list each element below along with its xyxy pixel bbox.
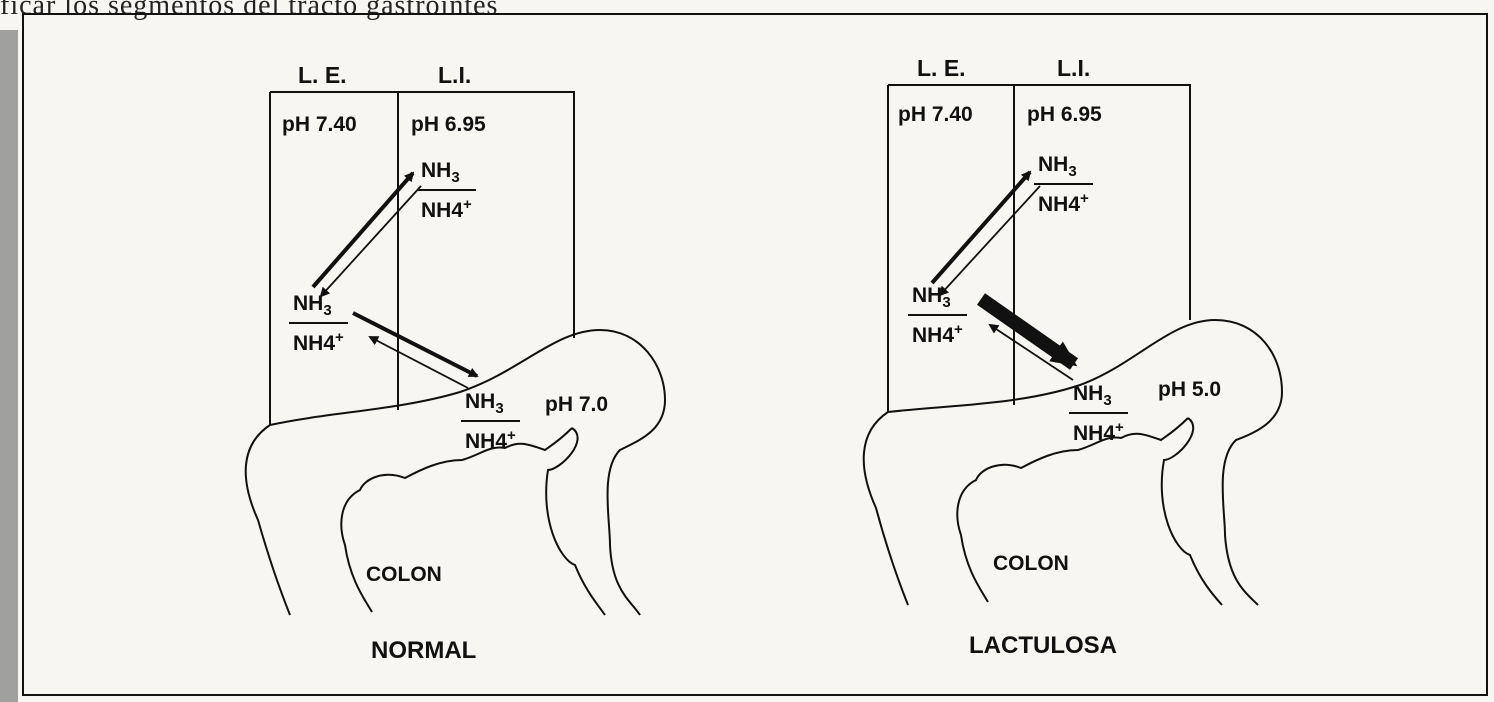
- col-header-le-normal: L. E.: [298, 62, 347, 89]
- col-header-le-lactulosa: L. E.: [917, 55, 966, 82]
- arrow-le-to-colon-lactulosa: [981, 299, 1074, 364]
- species-colon-normal: NH3 NH4+: [461, 391, 520, 452]
- species-le-lactulosa: NH3 NH4+: [908, 285, 967, 346]
- arrow-le-to-li-lactulosa: [932, 172, 1030, 283]
- species-le-normal: NH3 NH4+: [289, 293, 348, 354]
- colon-inner-right-lactulosa: [1162, 418, 1222, 605]
- compartment-box-normal: [270, 92, 574, 425]
- colon-outline-lactulosa: [888, 320, 1282, 605]
- organ-label-lactulosa: COLON: [993, 552, 1069, 576]
- colon-left-wall-normal: [246, 425, 290, 615]
- arrow-li-to-le-lactulosa: [940, 186, 1040, 295]
- ph-li-lactulosa: pH 6.95: [1027, 103, 1102, 127]
- species-li-normal: NH3 NH4+: [417, 160, 476, 221]
- compartment-box-lactulosa: [888, 85, 1190, 412]
- ph-li-normal: pH 6.95: [411, 113, 486, 137]
- ph-le-normal: pH 7.40: [282, 113, 357, 137]
- colon-inner-left-lactulosa: [957, 418, 1188, 602]
- colon-inner-right-normal: [546, 428, 605, 615]
- colon-left-wall-lactulosa: [864, 412, 908, 605]
- caption-lactulosa: LACTULOSA: [969, 632, 1117, 660]
- col-header-li-normal: L.I.: [438, 62, 471, 89]
- arrow-le-to-colon-normal: [353, 313, 477, 376]
- col-header-li-lactulosa: L.I.: [1057, 55, 1090, 82]
- arrow-li-to-le-normal: [321, 186, 421, 296]
- caption-normal: NORMAL: [371, 637, 476, 665]
- ph-colon-normal: pH 7.0: [545, 393, 608, 417]
- organ-label-normal: COLON: [366, 563, 442, 587]
- ph-le-lactulosa: pH 7.40: [898, 103, 973, 127]
- species-colon-lactulosa: NH3 NH4+: [1069, 383, 1128, 444]
- species-li-lactulosa: NH3 NH4+: [1034, 154, 1093, 215]
- ph-colon-lactulosa: pH 5.0: [1158, 378, 1221, 402]
